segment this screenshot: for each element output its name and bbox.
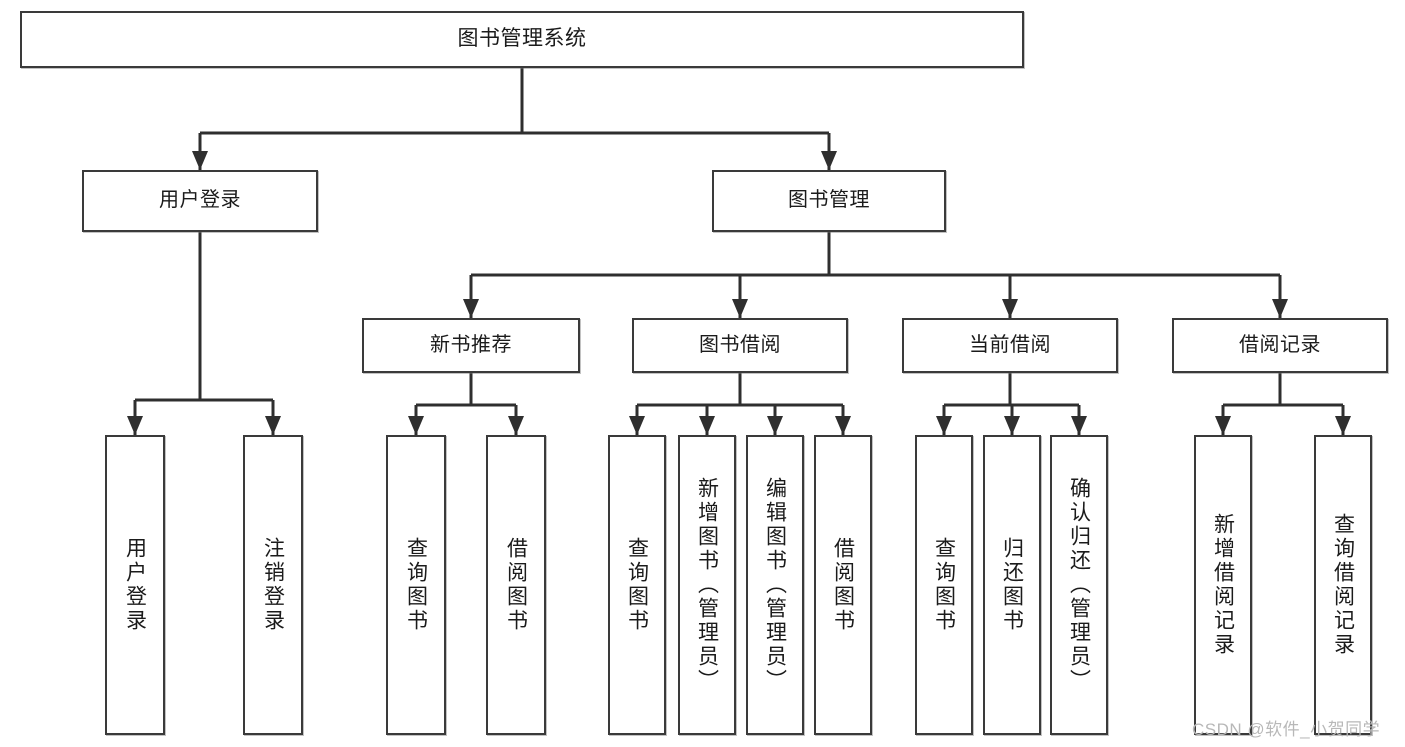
node-label: 确认归还（管理员） <box>1067 477 1091 693</box>
node-l-nb-query[interactable]: 查询图书 <box>386 435 446 735</box>
arrowhead-l-nb-query <box>408 416 424 435</box>
node-label: 注销登录 <box>261 537 285 633</box>
node-label: 查询图书 <box>404 537 428 633</box>
arrowhead-l-login <box>127 416 143 435</box>
node-l-cu-return[interactable]: 归还图书 <box>983 435 1041 735</box>
node-label: 归还图书 <box>1000 537 1024 633</box>
arrowhead-l-cu-query <box>936 416 952 435</box>
arrowhead-l-cu-confirm <box>1071 416 1087 435</box>
node-l-bo-edit[interactable]: 编辑图书（管理员） <box>746 435 804 735</box>
node-l-nb-borrow[interactable]: 借阅图书 <box>486 435 546 735</box>
node-label: 新增借阅记录 <box>1211 513 1235 657</box>
arrowhead-login <box>192 151 208 170</box>
node-records[interactable]: 借阅记录 <box>1172 318 1388 373</box>
node-label: 查询图书 <box>932 537 956 633</box>
node-label: 当前借阅 <box>969 333 1051 356</box>
node-label: 用户登录 <box>159 189 241 212</box>
arrowhead-borrow <box>732 299 748 318</box>
node-label: 查询图书 <box>625 537 649 633</box>
arrowhead-l-bo-edit <box>767 416 783 435</box>
node-borrow[interactable]: 图书借阅 <box>632 318 848 373</box>
arrowhead-l-bo-add <box>699 416 715 435</box>
arrowhead-records <box>1272 299 1288 318</box>
node-label: 图书管理系统 <box>457 27 587 51</box>
node-login[interactable]: 用户登录 <box>82 170 318 232</box>
node-label: 借阅图书 <box>831 537 855 633</box>
node-label: 新书推荐 <box>430 333 512 356</box>
arrowhead-l-re-add <box>1215 416 1231 435</box>
arrowhead-l-re-query <box>1335 416 1351 435</box>
node-label: 编辑图书（管理员） <box>763 477 787 693</box>
node-label: 查询借阅记录 <box>1331 513 1355 657</box>
node-label: 用户登录 <box>123 537 147 633</box>
node-current[interactable]: 当前借阅 <box>902 318 1118 373</box>
node-l-re-add[interactable]: 新增借阅记录 <box>1194 435 1252 735</box>
node-bookmgmt[interactable]: 图书管理 <box>712 170 946 232</box>
node-l-bo-query[interactable]: 查询图书 <box>608 435 666 735</box>
node-label: 新增图书（管理员） <box>695 477 719 693</box>
node-l-bo-add[interactable]: 新增图书（管理员） <box>678 435 736 735</box>
node-l-login[interactable]: 用户登录 <box>105 435 165 735</box>
node-l-logout[interactable]: 注销登录 <box>243 435 303 735</box>
node-l-re-query[interactable]: 查询借阅记录 <box>1314 435 1372 735</box>
node-l-bo-borrow[interactable]: 借阅图书 <box>814 435 872 735</box>
arrowhead-bookmgmt <box>821 151 837 170</box>
node-label: 图书管理 <box>788 189 870 212</box>
node-label: 图书借阅 <box>699 333 781 356</box>
node-l-cu-confirm[interactable]: 确认归还（管理员） <box>1050 435 1108 735</box>
arrowhead-l-bo-borrow <box>835 416 851 435</box>
arrowhead-newbook <box>463 299 479 318</box>
arrowhead-l-logout <box>265 416 281 435</box>
node-newbook[interactable]: 新书推荐 <box>362 318 580 373</box>
arrowhead-l-cu-return <box>1004 416 1020 435</box>
arrowhead-l-bo-query <box>629 416 645 435</box>
node-l-cu-query[interactable]: 查询图书 <box>915 435 973 735</box>
arrowhead-current <box>1002 299 1018 318</box>
arrowhead-l-nb-borrow <box>508 416 524 435</box>
node-label: 借阅图书 <box>504 537 528 633</box>
node-root[interactable]: 图书管理系统 <box>20 11 1024 68</box>
node-label: 借阅记录 <box>1239 333 1321 356</box>
